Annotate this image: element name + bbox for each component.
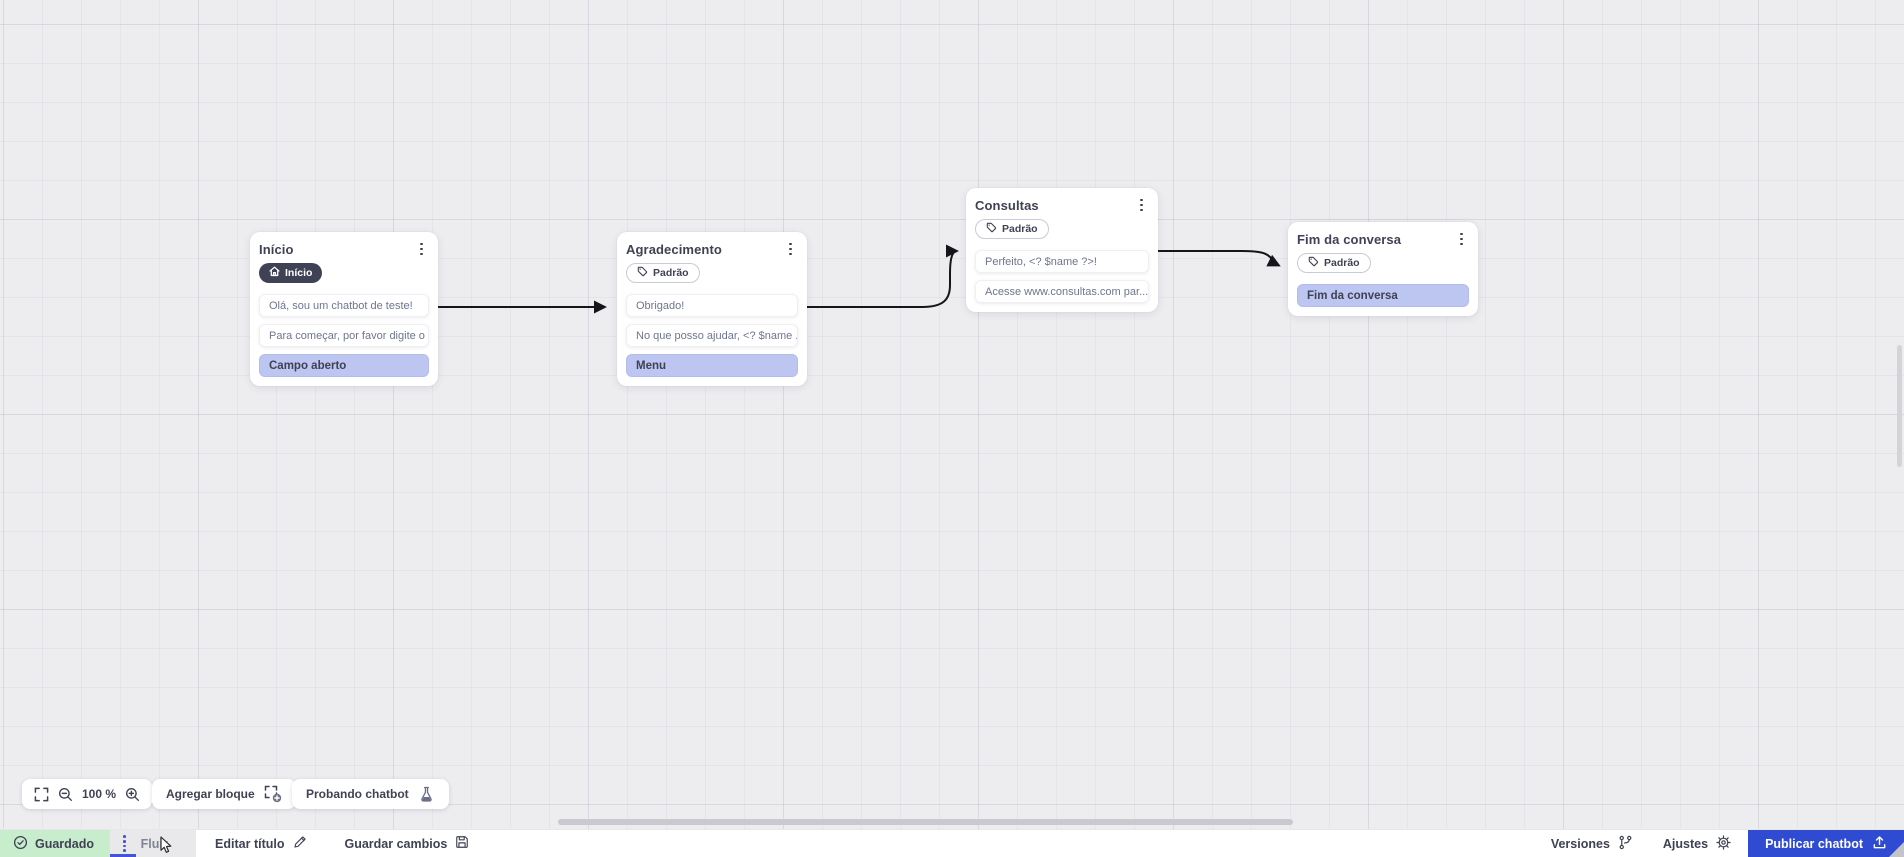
save-changes-label: Guardar cambios <box>344 836 448 851</box>
status-badge: Padrão <box>626 263 700 283</box>
tab-fluir[interactable]: Fluir <box>110 830 197 857</box>
publish-chatbot-button[interactable]: Publicar chatbot <box>1748 830 1904 857</box>
status-badge: Início <box>259 263 323 283</box>
tag-icon <box>986 222 997 236</box>
flow-node-agradecimento[interactable]: Agradecimento Padrão Obrigado! No que po… <box>617 232 807 386</box>
versions-button[interactable]: Versiones <box>1551 835 1633 853</box>
message-block[interactable]: Para começar, por favor digite o ... <box>259 324 429 347</box>
vertical-scrollbar[interactable] <box>1897 345 1902 467</box>
wire-agradecimento-consultas[interactable] <box>807 244 959 308</box>
badge-label: Padrão <box>1324 257 1360 269</box>
status-badge: Padrão <box>975 219 1049 239</box>
flow-node-consultas[interactable]: Consultas Padrão Perfeito, <? $name ?>! … <box>966 188 1158 312</box>
node-menu-button[interactable] <box>414 241 429 258</box>
status-badge: Padrão <box>1297 253 1371 273</box>
message-block[interactable]: No que posso ajudar, <? $name ... <box>626 324 798 347</box>
home-icon <box>269 266 280 280</box>
edit-title-button[interactable]: Editar título <box>215 835 306 852</box>
node-menu-button[interactable] <box>1134 197 1149 214</box>
check-circle-icon <box>13 835 28 853</box>
menu-block[interactable]: Menu <box>626 354 798 377</box>
saved-status-badge: Guardado <box>0 830 111 857</box>
node-title: Agradecimento <box>626 241 722 257</box>
node-menu-button[interactable] <box>1454 231 1469 248</box>
flow-node-inicio[interactable]: Início Início Olá, sou um chatbot de tes… <box>250 232 438 386</box>
statusbar: Guardado Fluir Editar título Guardar cam… <box>0 830 1904 857</box>
node-title: Início <box>259 241 294 257</box>
node-menu-button[interactable] <box>783 241 798 258</box>
gear-icon <box>1716 834 1731 853</box>
node-title: Consultas <box>975 197 1039 213</box>
saved-label: Guardado <box>35 836 95 851</box>
add-block-button[interactable]: Agregar bloque <box>152 779 296 809</box>
horizontal-scrollbar[interactable] <box>558 819 1293 825</box>
flask-icon <box>418 786 435 803</box>
settings-label: Ajustes <box>1662 836 1709 851</box>
zoom-toolbar: 100 % <box>22 779 153 809</box>
flow-node-fim[interactable]: Fim da conversa Padrão Fim da conversa <box>1288 222 1478 316</box>
test-chatbot-label: Probando chatbot <box>306 787 409 801</box>
upload-icon <box>1872 835 1887 853</box>
message-block[interactable]: Obrigado! <box>626 294 798 317</box>
badge-label: Padrão <box>653 267 689 279</box>
save-changes-button[interactable]: Guardar cambios <box>345 835 470 852</box>
zoom-level: 100 % <box>82 787 117 801</box>
git-branch-icon <box>1618 835 1633 853</box>
message-block[interactable]: Olá, sou um chatbot de teste! <box>259 294 429 317</box>
mouse-cursor <box>157 836 173 857</box>
tag-icon <box>1308 256 1319 270</box>
test-chatbot-button[interactable]: Probando chatbot <box>292 779 449 809</box>
badge-label: Início <box>285 267 313 279</box>
add-block-label: Agregar bloque <box>166 787 255 801</box>
publish-label: Publicar chatbot <box>1765 836 1863 851</box>
add-block-icon <box>264 785 282 803</box>
badge-label: Padrão <box>1002 223 1038 235</box>
save-icon <box>455 835 469 852</box>
zoom-in-icon[interactable] <box>125 787 140 802</box>
end-conversation-block[interactable]: Fim da conversa <box>1297 284 1469 307</box>
window-resize-grip <box>1889 842 1904 857</box>
drag-handle-icon[interactable] <box>123 835 126 852</box>
versions-label: Versiones <box>1550 836 1610 851</box>
pencil-icon <box>293 835 307 852</box>
edit-title-label: Editar título <box>215 836 285 851</box>
tag-icon <box>637 266 648 280</box>
node-title: Fim da conversa <box>1297 231 1402 247</box>
settings-button[interactable]: Ajustes <box>1662 834 1731 853</box>
open-field-block[interactable]: Campo aberto <box>259 354 429 377</box>
zoom-out-icon[interactable] <box>58 787 73 802</box>
fit-view-icon[interactable] <box>34 787 49 802</box>
tab-active-indicator <box>110 854 137 857</box>
message-block[interactable]: Acesse www.consultas.com par... <box>975 280 1149 303</box>
wire-consultas-fim[interactable] <box>1158 250 1281 267</box>
message-block[interactable]: Perfeito, <? $name ?>! <box>975 250 1149 273</box>
